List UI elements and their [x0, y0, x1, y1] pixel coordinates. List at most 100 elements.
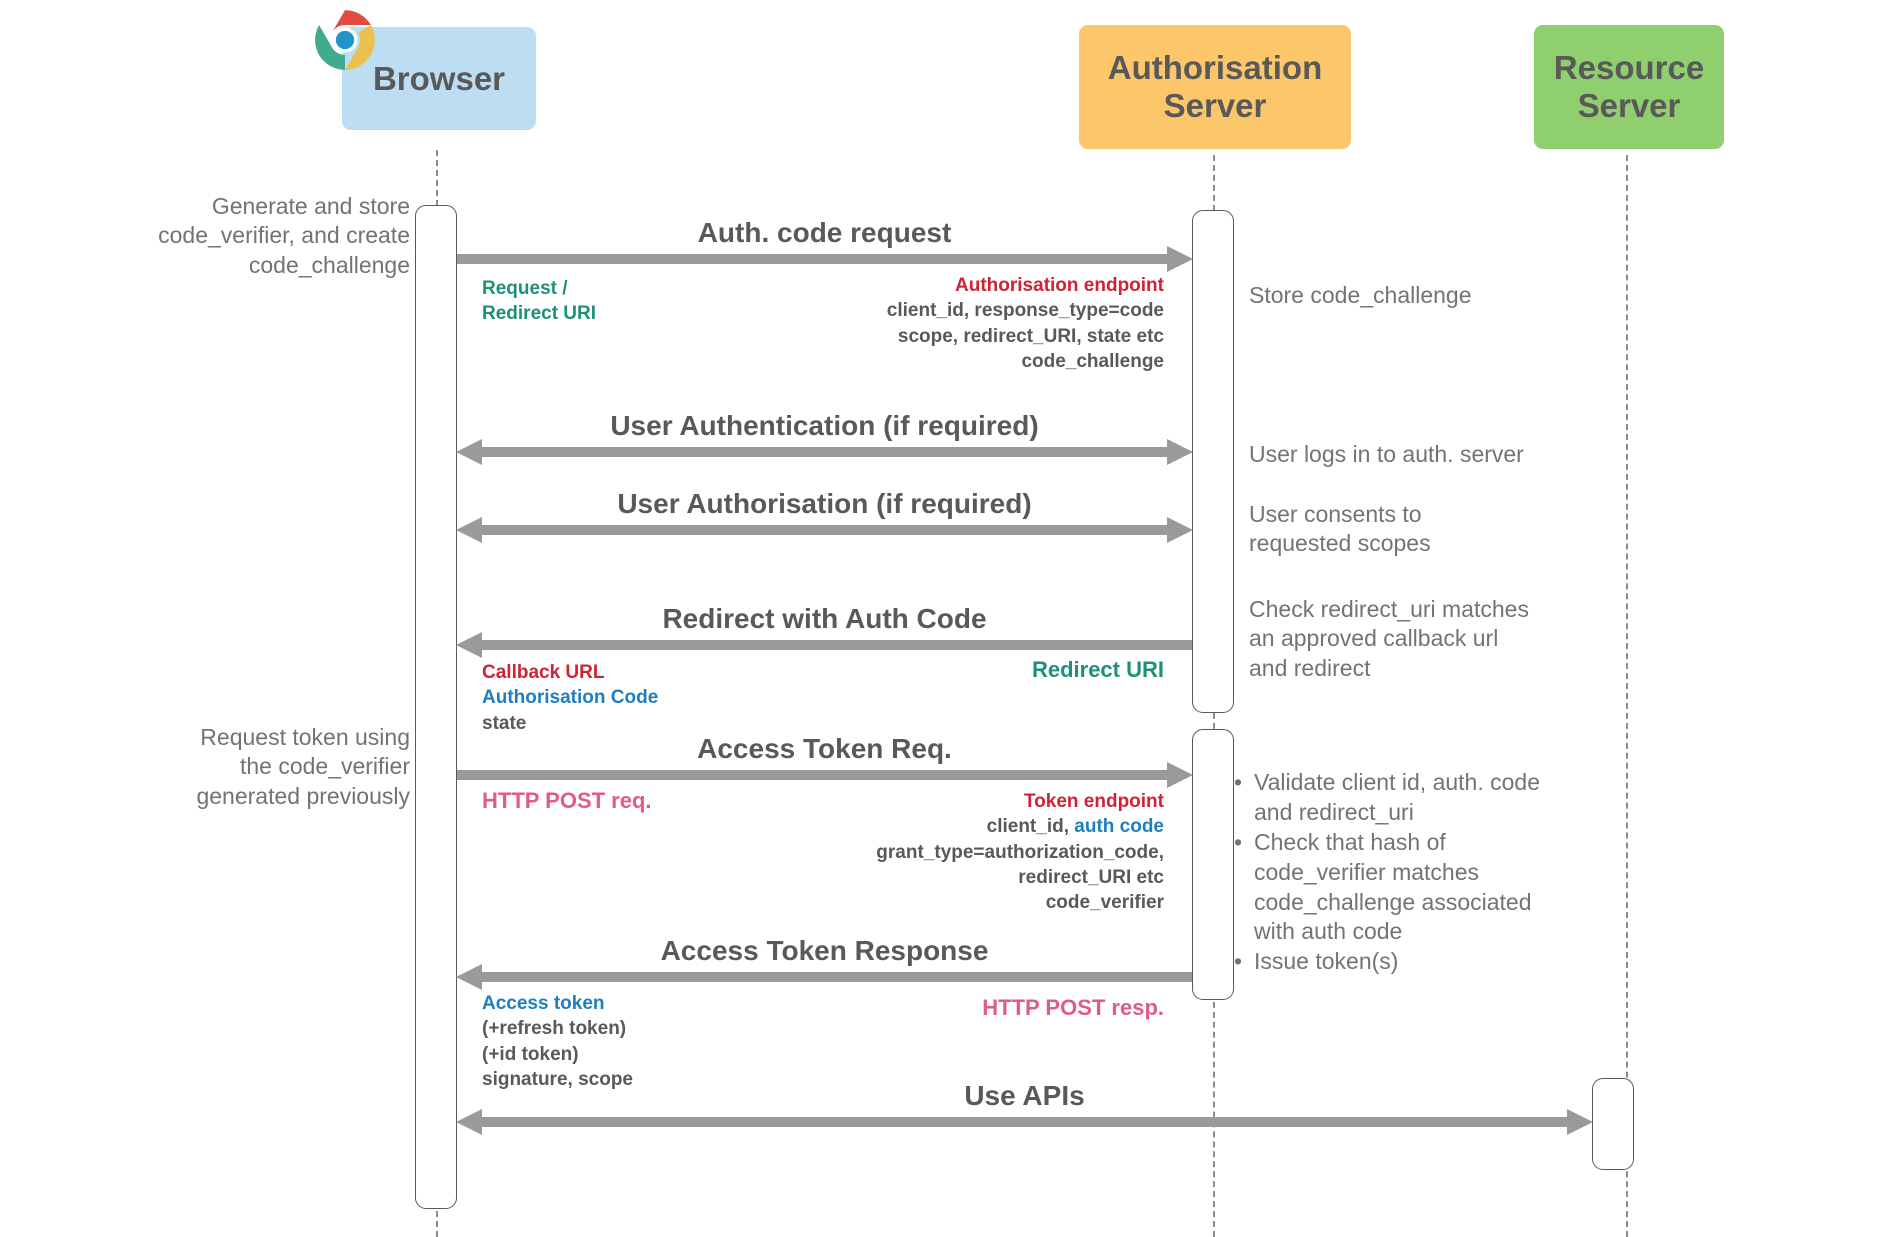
note-browser-generate-code-verifier: Generate and store code_verifier, and cr… — [70, 192, 410, 280]
bullet-line: with auth code — [1254, 918, 1403, 945]
note-line: code_challenge — [248, 251, 410, 278]
detail-line: Callback URL — [482, 662, 605, 683]
bullet-line: code_challenge associated — [1254, 888, 1532, 915]
participant-resource-label-line1: Resource — [1553, 49, 1705, 87]
detail-auth-code-request-left: Request / Redirect URI — [482, 276, 782, 327]
detail-line-part: client_id, — [986, 816, 1069, 838]
bullet-line: Check that hash of — [1254, 828, 1446, 855]
detail-token-request-left: HTTP POST req. — [482, 786, 812, 815]
message-label: Auth. code request — [697, 217, 952, 248]
note-store-code-challenge: Store code_challenge — [1249, 281, 1649, 310]
message-label: User Authorisation (if required) — [617, 488, 1032, 519]
detail-line: Redirect URI — [1031, 657, 1164, 682]
detail-line: (+refresh token) — [482, 1018, 627, 1040]
detail-heading: Token endpoint — [1023, 791, 1164, 812]
note-line: and redirect — [1249, 654, 1371, 681]
message-label: Use APIs — [964, 1080, 1085, 1111]
bullet-icon: • — [1234, 948, 1243, 975]
detail-token-response-left: Access token (+refresh token) (+id token… — [482, 991, 812, 1092]
arrow-head-right-icon — [1167, 517, 1193, 543]
participant-auth-label-line1: Authorisation — [1107, 49, 1323, 87]
detail-line: code_verifier — [1045, 892, 1164, 914]
arrow-shaft — [479, 447, 1170, 457]
note-line: Generate and store — [211, 193, 410, 219]
detail-line: Request / — [482, 278, 568, 299]
arrow-head-right-icon — [1167, 762, 1193, 788]
list-item: • Validate client id, auth. code and red… — [1234, 768, 1654, 828]
detail-line: scope, redirect_URI, state etc — [897, 325, 1164, 347]
detail-line: HTTP POST req. — [482, 788, 652, 813]
note-line: User logs in to auth. server — [1249, 441, 1524, 467]
detail-line: state — [482, 712, 527, 734]
arrow-shaft — [457, 770, 1170, 780]
note-line: the code_verifier — [239, 753, 410, 780]
detail-line: Authorisation Code — [482, 687, 659, 709]
chrome-logo-icon — [311, 6, 379, 74]
detail-auth-code-request-right: Authorisation endpoint client_id, respon… — [780, 273, 1164, 374]
detail-line: Access token — [482, 993, 605, 1014]
arrow-head-left-icon — [456, 632, 482, 658]
detail-token-request-right: Token endpoint client_id, auth code gran… — [760, 789, 1164, 915]
arrow-head-right-icon — [1167, 439, 1193, 465]
detail-line: grant_type=authorization_code, — [876, 841, 1164, 863]
arrow-shaft — [479, 1117, 1570, 1127]
activation-bar-auth-server-1 — [1192, 210, 1234, 713]
bullet-icon: • — [1234, 828, 1243, 855]
note-line: code_verifier, and create — [158, 222, 410, 249]
message-label: User Authentication (if required) — [610, 410, 1039, 441]
note-line: an approved callback url — [1249, 625, 1499, 652]
lifeline-resource-server — [1626, 155, 1628, 1237]
arrow-shaft — [479, 525, 1170, 535]
activation-bar-browser — [415, 205, 457, 1209]
note-line: requested scopes — [1249, 530, 1431, 557]
detail-line: client_id, auth code — [760, 814, 1164, 839]
arrow-shaft — [479, 640, 1192, 650]
participant-resource-server[interactable]: Resource Server — [1534, 25, 1724, 149]
bullet-icon: • — [1234, 769, 1243, 795]
detail-token-response-right: HTTP POST resp. — [800, 993, 1164, 1022]
message-label: Access Token Response — [660, 935, 989, 966]
note-user-logs-in: User logs in to auth. server — [1249, 440, 1669, 469]
activation-bar-resource-server — [1592, 1078, 1634, 1170]
bullet-line: Issue token(s) — [1254, 948, 1399, 975]
arrow-head-right-icon — [1167, 246, 1193, 272]
arrow-head-left-icon — [456, 439, 482, 465]
participant-auth-label-line2: Server — [1163, 87, 1267, 124]
detail-line: signature, scope — [482, 1068, 633, 1090]
detail-line: HTTP POST resp. — [982, 995, 1164, 1020]
detail-line: client_id, response_type=code — [886, 300, 1164, 322]
list-item: • Issue token(s) — [1234, 947, 1654, 977]
participant-browser-label: Browser — [372, 59, 506, 97]
arrow-head-left-icon — [456, 517, 482, 543]
detail-line: Redirect URI — [482, 303, 597, 325]
participant-authorisation-server[interactable]: Authorisation Server — [1079, 25, 1351, 149]
arrow-head-left-icon — [456, 1109, 482, 1135]
bullet-line: code_verifier matches — [1254, 858, 1479, 885]
note-line: Check redirect_uri matches — [1249, 596, 1529, 622]
message-label: Redirect with Auth Code — [662, 603, 987, 634]
arrow-shaft — [457, 254, 1170, 264]
note-line: Store code_challenge — [1249, 282, 1472, 308]
participant-resource-label-line2: Server — [1577, 87, 1681, 124]
detail-line-part: auth code — [1074, 816, 1164, 838]
message-label: Access Token Req. — [697, 733, 952, 764]
bullet-line: Validate client id, auth. code — [1254, 769, 1540, 795]
note-browser-request-token: Request token using the code_verifier ge… — [70, 723, 410, 811]
bullet-line: and redirect_uri — [1254, 798, 1414, 825]
note-user-consents: User consents to requested scopes — [1249, 500, 1649, 559]
detail-heading: Authorisation endpoint — [955, 275, 1164, 296]
arrow-head-left-icon — [456, 964, 482, 990]
detail-line: redirect_URI etc — [1018, 866, 1164, 888]
activation-bar-auth-server-2 — [1192, 729, 1234, 1000]
arrow-shaft — [479, 972, 1192, 982]
note-line: Request token using — [200, 724, 410, 750]
note-line: User consents to — [1249, 501, 1422, 527]
detail-line: code_challenge — [1021, 350, 1164, 372]
note-check-redirect-uri: Check redirect_uri matches an approved c… — [1249, 595, 1669, 683]
arrow-head-right-icon — [1567, 1109, 1593, 1135]
list-item: • Check that hash of code_verifier match… — [1234, 828, 1654, 948]
note-auth-server-validation-bullets: • Validate client id, auth. code and red… — [1234, 768, 1654, 977]
detail-redirect-left: Callback URL Authorisation Code state — [482, 660, 812, 736]
note-line: generated previously — [196, 782, 410, 809]
